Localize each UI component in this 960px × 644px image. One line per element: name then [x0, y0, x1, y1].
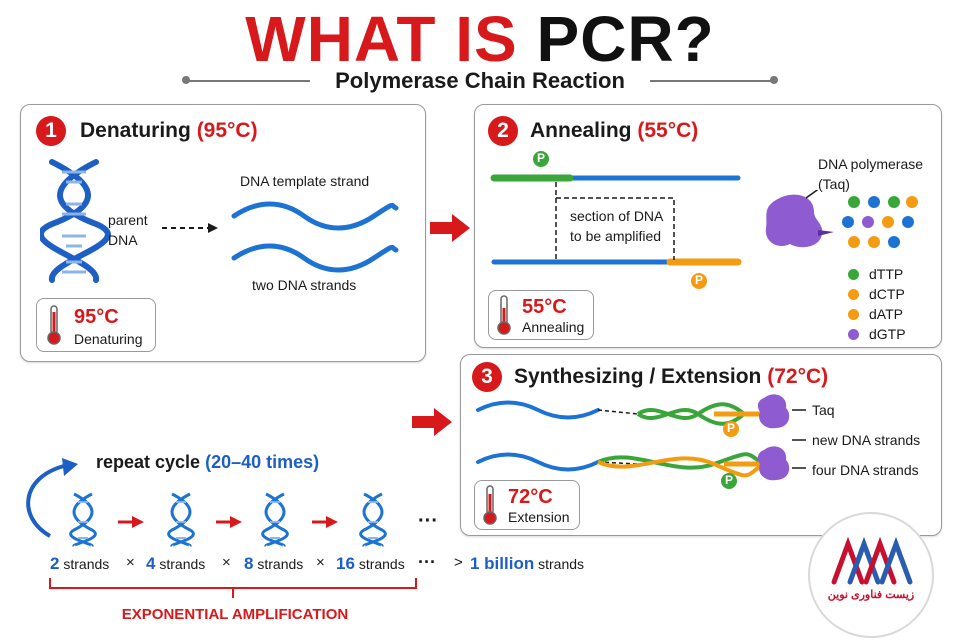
subtitle-left-dot [182, 76, 190, 84]
template-strand-label: DNA template strand [240, 173, 370, 189]
primer-p-text-top: P [536, 151, 545, 165]
primer-p-text-ext1: P [726, 421, 735, 435]
subtitle-left-line [186, 80, 310, 82]
step-3-badge: 3 [472, 362, 502, 392]
polymerase-label: DNA polymerase (Taq) [818, 156, 924, 192]
two-strands-label: two DNA strands [252, 277, 357, 293]
times-symbol: × [126, 554, 135, 571]
count-16-strands: 16 strands [336, 554, 405, 573]
primer-p-text-bottom: P [694, 273, 703, 287]
thermometer-icon [47, 305, 61, 345]
dna-helix-icon [359, 492, 387, 548]
annealing-temp-value: 55°C [522, 296, 567, 318]
title-part-what-is: WHAT IS [245, 3, 518, 75]
step-3-title: Synthesizing / Extension (72°C) [514, 365, 829, 388]
primer-p-badge-bottom [691, 273, 707, 289]
times-symbol: × [222, 554, 231, 571]
dna-helix-icon [167, 492, 195, 548]
primer-p-badge-ext2 [721, 473, 737, 489]
dna-helix-icon [261, 492, 289, 548]
section-to-amplify-label: section of DNA to be amplified [570, 208, 664, 244]
dna-helix-icon [69, 492, 97, 548]
subtitle-right-dot [770, 76, 778, 84]
legend-dttp: dTTP [848, 264, 906, 284]
cycle-ellipsis: ··· [418, 552, 436, 572]
count-1-billion-strands: 1 billion strands [470, 554, 585, 573]
dashed-arrow-icon [162, 223, 218, 233]
parent-dna-helix-icon [40, 159, 111, 283]
times-symbol: × [316, 554, 325, 571]
legend-dctp: dCTP [848, 284, 906, 304]
cycle-ellipsis-top: ··· [418, 510, 438, 532]
separated-strands-icon [231, 201, 399, 273]
new-dna-strands-label: new DNA strands [812, 432, 921, 448]
exponential-amplification-label: EXPONENTIAL AMPLIFICATION [121, 606, 349, 623]
brand-logo-icon [808, 512, 934, 638]
four-dna-strands-label: four DNA strands [812, 462, 919, 478]
annealing-temp-label: Annealing [522, 319, 585, 335]
repeat-cycle-arrow-icon [26, 458, 78, 538]
step-2-title: Annealing (55°C) [530, 119, 699, 142]
extension-temp-label: Extension [508, 509, 570, 525]
nucleotide-pool-icon [842, 196, 918, 248]
step-2-badge: 2 [488, 116, 518, 146]
annealing-diagram [490, 174, 742, 266]
primer-p-badge-ext1 [723, 421, 739, 437]
subtitle-right-line [650, 80, 774, 82]
greater-than-symbol: > [454, 554, 463, 571]
extension-diagram [476, 400, 768, 478]
legend-datp: dATP [848, 304, 906, 324]
amplification-bracket [49, 578, 417, 598]
label-leader-lines [792, 409, 806, 469]
taq-polymerase-icon [765, 190, 834, 248]
denaturing-temp-value: 95°C [74, 306, 119, 328]
parent-dna-label: parent DNA [108, 212, 148, 248]
legend-dgtp: dGTP [848, 324, 906, 344]
primer-p-badge-top [533, 151, 549, 167]
taq-enzyme-icon [757, 394, 790, 429]
taq-enzyme-icon [757, 446, 790, 481]
red-arrow-icon [312, 516, 338, 528]
step-1-title: Denaturing (95°C) [80, 119, 258, 142]
page-subtitle: Polymerase Chain Reaction [335, 68, 625, 93]
step-arrow-icon [412, 408, 452, 436]
nucleotide-legend: dTTP dCTP dATP dGTP [848, 264, 906, 344]
denaturing-temp-label: Denaturing [74, 331, 143, 347]
extension-temp-value: 72°C [508, 486, 553, 508]
count-8-strands: 8 strands [244, 554, 304, 573]
step-1-badge: 1 [36, 116, 66, 146]
taq-label: Taq [812, 402, 835, 418]
brand-logo-text: زیست فناوری نوین [827, 589, 915, 601]
count-2-strands: 2 strands [50, 554, 110, 573]
thermometer-icon [497, 295, 511, 335]
count-4-strands: 4 strands [146, 554, 206, 573]
step-arrow-icon [430, 214, 470, 242]
title-part-pcr: PCR? [536, 3, 715, 75]
red-arrow-icon [118, 516, 144, 528]
page-title: WHAT IS PCR? [0, 4, 960, 74]
red-arrow-icon [216, 516, 242, 528]
repeat-cycle-label: repeat cycle (20–40 times) [96, 452, 320, 472]
thermometer-icon [483, 485, 497, 525]
primer-p-text-ext2: P [724, 473, 733, 487]
